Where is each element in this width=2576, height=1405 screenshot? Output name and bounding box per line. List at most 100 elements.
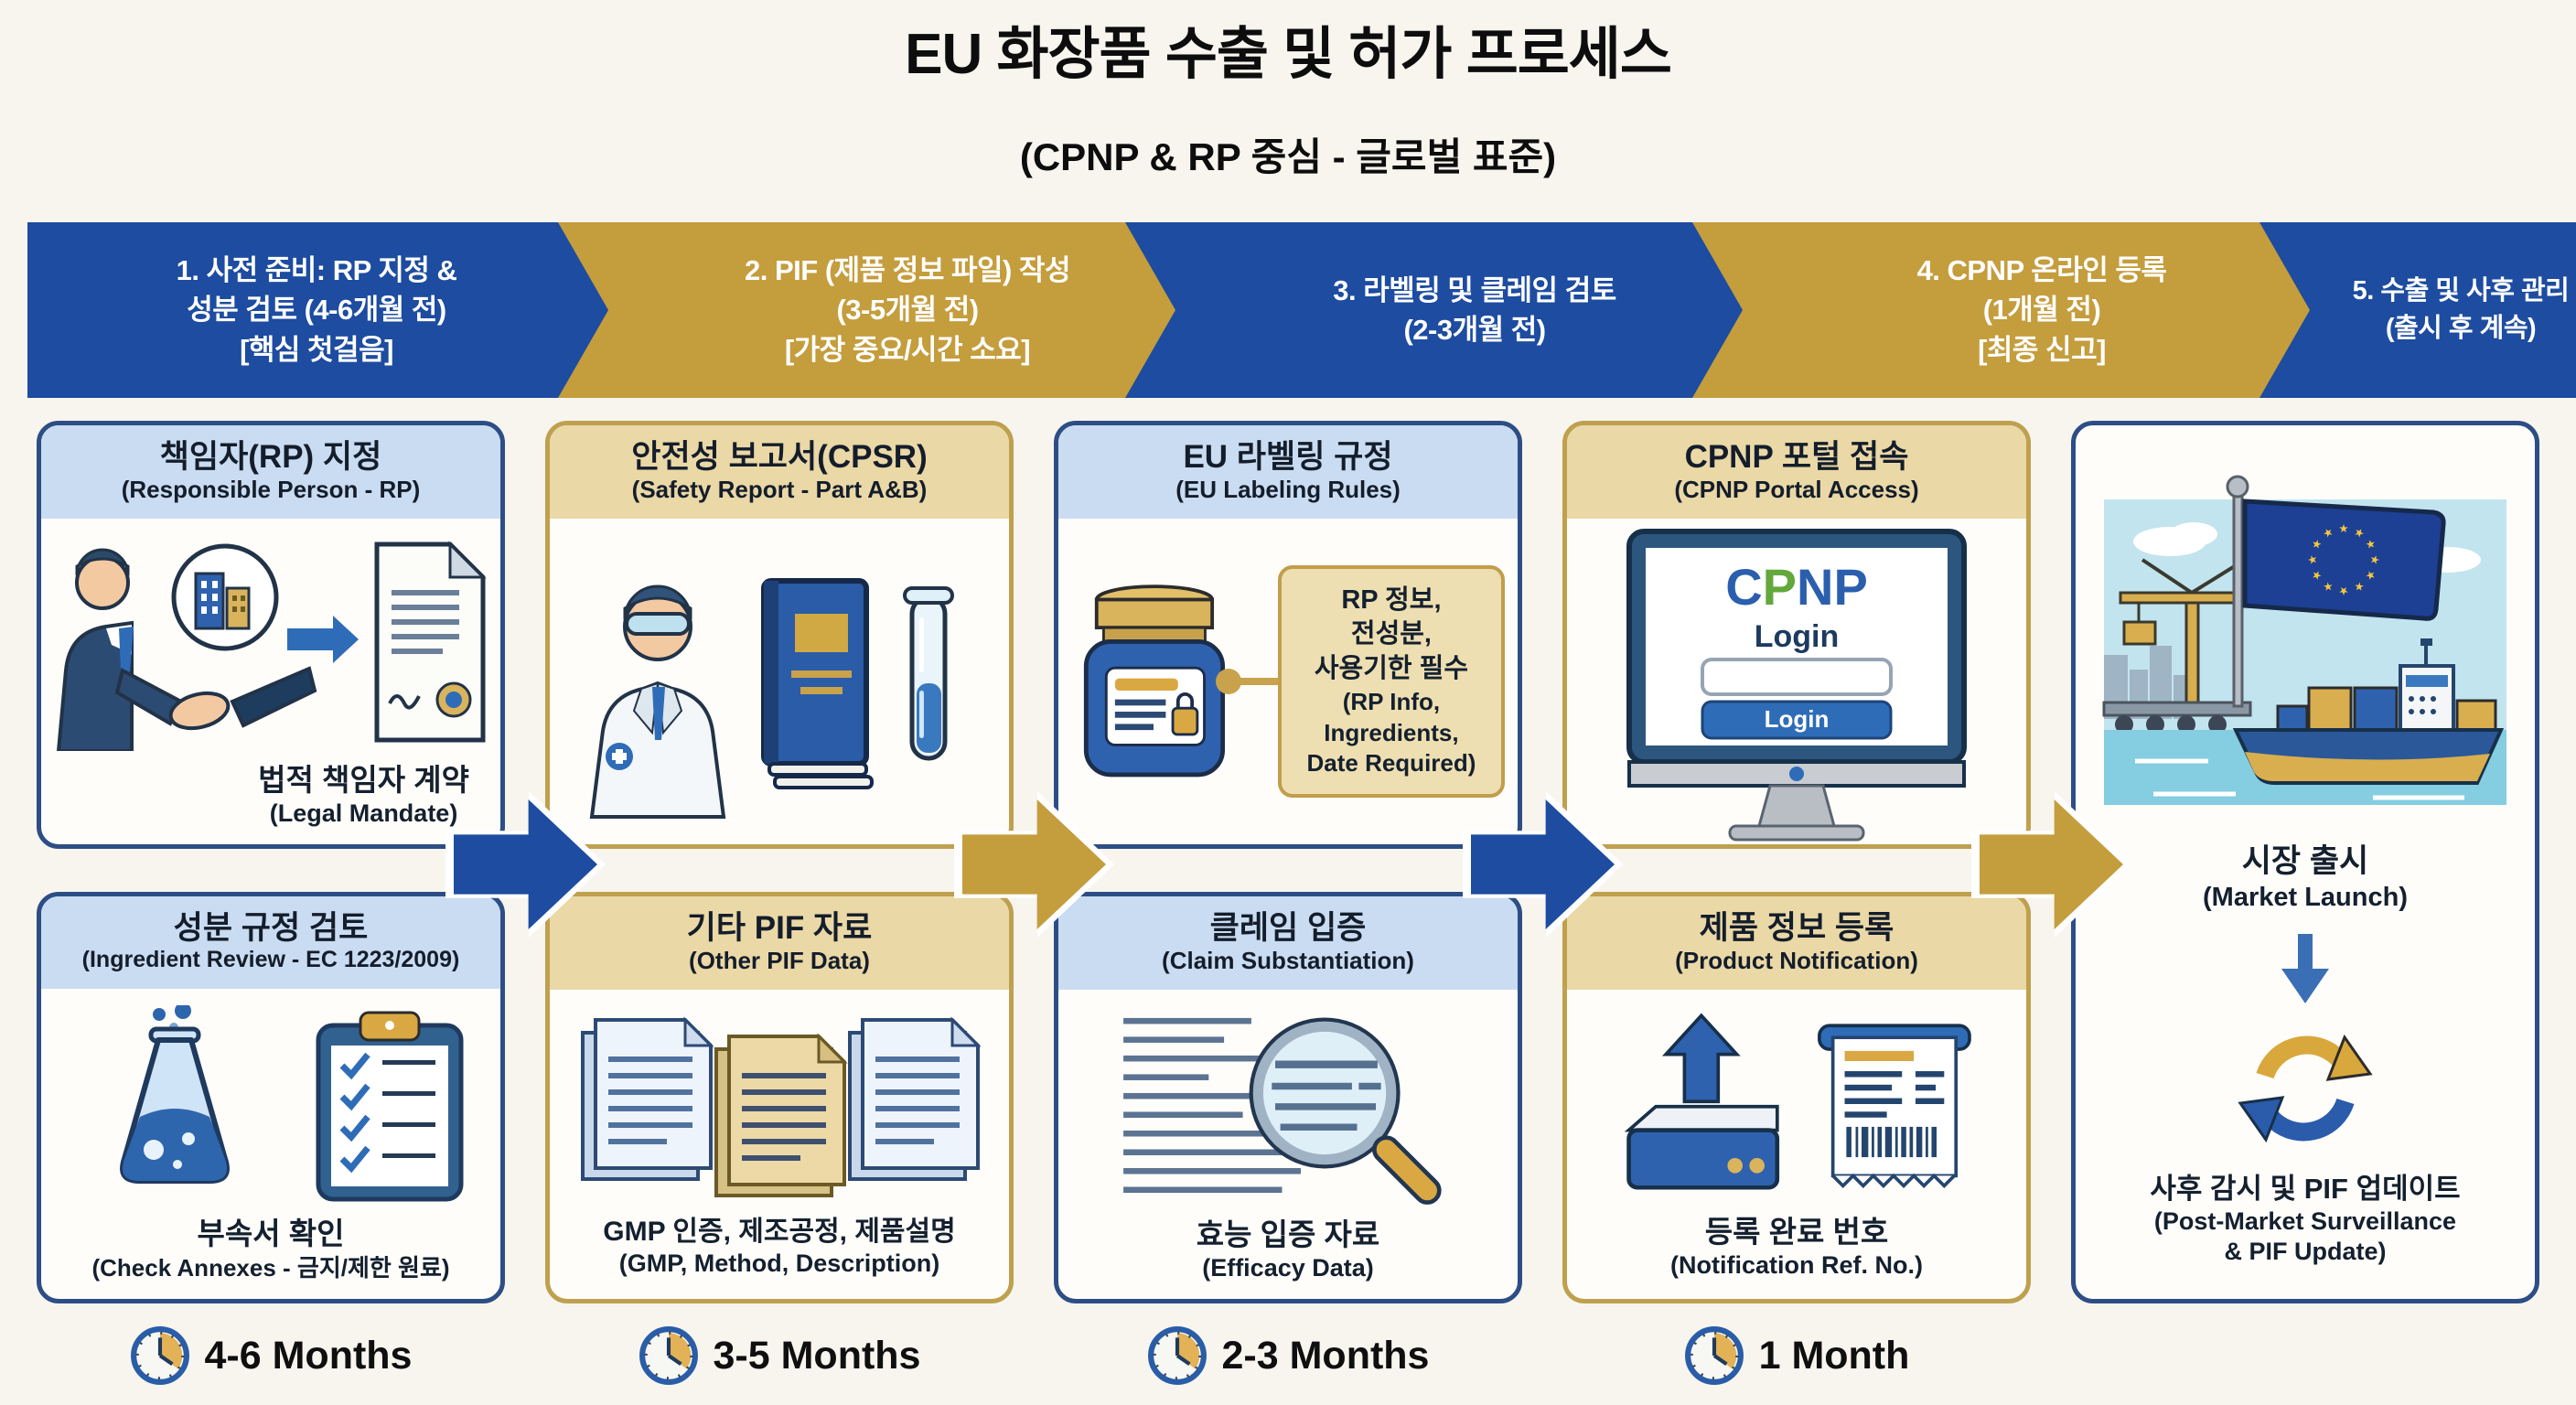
step-banner-2: 2. PIF (제품 정보 파일) 작성 (3-5개월 전) [가장 중요/시간… — [558, 222, 1257, 398]
right-arrow-icon — [287, 616, 359, 664]
card-claim-substantiation: 클레임 입증 (Claim Substantiation) — [1054, 892, 1522, 1303]
card-body: 시장 출시 (Market Launch) 사후 감시 및 PIF 업데이트 (… — [2076, 425, 2535, 1299]
callout-line: 사용기한 필수 — [1314, 654, 1469, 684]
safety-report-book-icon — [761, 577, 874, 789]
callout-line: Date Required) — [1306, 749, 1476, 778]
magnifier-text-illustration — [1123, 1017, 1442, 1206]
harbor-export-illustration — [2102, 475, 2506, 806]
card-header: EU 라벨링 규정 (EU Labeling Rules) — [1058, 425, 1518, 519]
barcode — [1846, 1126, 1937, 1158]
caption-en-line2: & PIF Update) — [2224, 1237, 2387, 1265]
card-title-ko: 기타 PIF 자료 — [686, 910, 873, 946]
waves — [2135, 758, 2464, 800]
card-body: 법적 책임자 계약 (Legal Mandate) — [41, 519, 500, 844]
timer-step-3: 2-3 Months — [1054, 1319, 1522, 1392]
container-ship-icon — [2232, 638, 2505, 786]
caption-en: (Efficacy Data) — [1202, 1253, 1374, 1282]
post-market-caption: 사후 감시 및 PIF 업데이트 (Post-Market Surveillan… — [2150, 1172, 2460, 1267]
step-1-line2: 성분 검토 (4-6개월 전) — [187, 294, 446, 327]
card-header: 클레임 입증 (Claim Substantiation) — [1058, 896, 1518, 990]
caption-en: (Legal Mandate) — [269, 799, 458, 827]
caption-ko: 시장 출시 — [2241, 843, 2369, 880]
page-title: EU 화장품 수출 및 허가 프로세스 — [905, 23, 1672, 86]
checklist-clipboard-icon — [316, 1011, 464, 1202]
card-eu-labeling: EU 라벨링 규정 (EU Labeling Rules) RP 정보, 전성분… — [1054, 421, 1522, 849]
callout-line: RP 정보, — [1341, 585, 1442, 615]
eu-flag-icon — [2242, 499, 2446, 621]
card-other-pif-data: 기타 PIF 자료 (Other PIF Data) — [545, 892, 1014, 1303]
caption-en: (Notification Ref. No.) — [1670, 1251, 1923, 1280]
card-body: 효능 입증 자료 (Efficacy Data) — [1058, 990, 1518, 1299]
document-stack-icon — [581, 1016, 714, 1181]
timer-step-2: 3-5 Months — [545, 1319, 1014, 1392]
card-safety-report: 안전성 보고서(CPSR) (Safety Report - Part A&B) — [545, 421, 1014, 849]
step-3-line2: (2-3개월 전) — [1403, 314, 1546, 346]
businessman-icon — [56, 548, 134, 752]
caption-ko: 효능 입증 자료 — [1196, 1217, 1380, 1251]
flow-arrow-1-icon — [445, 791, 606, 938]
card-header: 책임자(RP) 지정 (Responsible Person - RP) — [41, 425, 500, 519]
monitor-stand — [1757, 784, 1836, 828]
caption-ko: GMP 인증, 제조공정, 제품설명 — [603, 1216, 956, 1247]
card-title-ko: 클레임 입증 — [1209, 910, 1367, 946]
card-title-en: (Other PIF Data) — [689, 947, 870, 975]
safety-assessor-illustration — [589, 577, 954, 819]
svg-text:Login: Login — [1765, 705, 1830, 733]
cpnp-login-monitor: CPNP Login Login — [1626, 528, 1967, 842]
card-header: CPNP 포털 접속 (CPNP Portal Access) — [1567, 425, 2026, 519]
card-export-launch: 시장 출시 (Market Launch) 사후 감시 및 PIF 업데이트 (… — [2071, 421, 2539, 1303]
card-title-ko: 제품 정보 등록 — [1699, 910, 1894, 946]
login-heading: Login — [1755, 619, 1840, 654]
company-buildings-icon — [171, 543, 279, 651]
card-title-ko: 책임자(RP) 지정 — [159, 439, 382, 475]
step-2-line2: (3-5개월 전) — [836, 294, 979, 327]
callout-connector-line — [1215, 668, 1278, 694]
card-body — [550, 519, 1009, 844]
card-title-en: (Product Notification) — [1675, 947, 1918, 975]
step-3-line1: 3. 라벨링 및 클레임 검토 — [1333, 273, 1616, 306]
login-button[interactable]: Login — [1701, 700, 1893, 740]
card-ingredient-review: 성분 규정 검토 (Ingredient Review - EC 1223/20… — [37, 892, 505, 1303]
step-4-line3: [최종 신고] — [1978, 333, 2106, 366]
timer-label: 2-3 Months — [1221, 1333, 1430, 1378]
receipt-icon — [1818, 1024, 1971, 1188]
card-title-en: (Safety Report - Part A&B) — [631, 476, 928, 504]
login-input[interactable] — [1701, 657, 1893, 696]
callout-line: Ingredients, — [1324, 718, 1459, 746]
cpnp-logo: CPNP — [1725, 558, 1868, 616]
lock-icon — [1171, 692, 1199, 736]
flask-clipboard-illustration — [120, 1004, 464, 1202]
card-caption: 법적 책임자 계약 (Legal Mandate) — [258, 761, 500, 830]
flask-icon — [120, 1004, 230, 1184]
step-banner-1: 1. 사전 준비: RP 지정 & 성분 검토 (4-6개월 전) [핵심 첫걸… — [27, 222, 648, 398]
handshake-icon — [114, 666, 317, 731]
card-title-en: (CPNP Portal Access) — [1674, 476, 1919, 504]
clock-icon — [1147, 1326, 1207, 1385]
clock-icon — [639, 1326, 698, 1385]
timer-label: 4-6 Months — [204, 1333, 413, 1378]
card-product-notification: 제품 정보 등록 (Product Notification) — [1562, 892, 2031, 1303]
step-5-line1: 5. 수출 및 사후 관리 — [2352, 276, 2570, 306]
cycle-refresh-icon — [2238, 1034, 2373, 1143]
flow-arrow-4-icon — [1971, 791, 2131, 938]
scientist-icon — [589, 585, 726, 819]
caption-ko: 사후 감시 및 PIF 업데이트 — [2150, 1173, 2461, 1206]
caption-ko: 부속서 확인 — [197, 1217, 345, 1251]
down-arrow-icon — [2281, 933, 2329, 1003]
dock-wheels — [2115, 715, 2227, 735]
caption-ko: 등록 완료 번호 — [1704, 1214, 1889, 1249]
card-title-ko: 안전성 보고서(CPSR) — [631, 439, 928, 475]
step-banner-5: 5. 수출 및 사후 관리 (출시 후 계속) — [2259, 222, 2576, 398]
market-launch-caption: 시장 출시 (Market Launch) — [2203, 842, 2408, 914]
card-title-ko: 성분 규정 검토 — [173, 910, 369, 946]
timer-label: 3-5 Months — [713, 1333, 921, 1378]
card-cpnp-portal: CPNP 포털 접속 (CPNP Portal Access) CPNP Log… — [1562, 421, 2031, 849]
step-4-line1: 4. CPNP 온라인 등록 — [1916, 253, 2167, 286]
caption-ko: 법적 책임자 계약 — [258, 762, 469, 797]
step-5-line2: (출시 후 계속) — [2385, 314, 2537, 343]
card-body: RP 정보, 전성분, 사용기한 필수 (RP Info, Ingredient… — [1058, 519, 1518, 844]
caption-en-line1: (Post-Market Surveillance — [2153, 1207, 2457, 1235]
card-body: GMP 인증, 제조공정, 제품설명 (GMP, Method, Descrip… — [550, 990, 1009, 1299]
caption-en: (Market Launch) — [2203, 883, 2408, 913]
upload-icon — [1624, 1013, 1780, 1190]
